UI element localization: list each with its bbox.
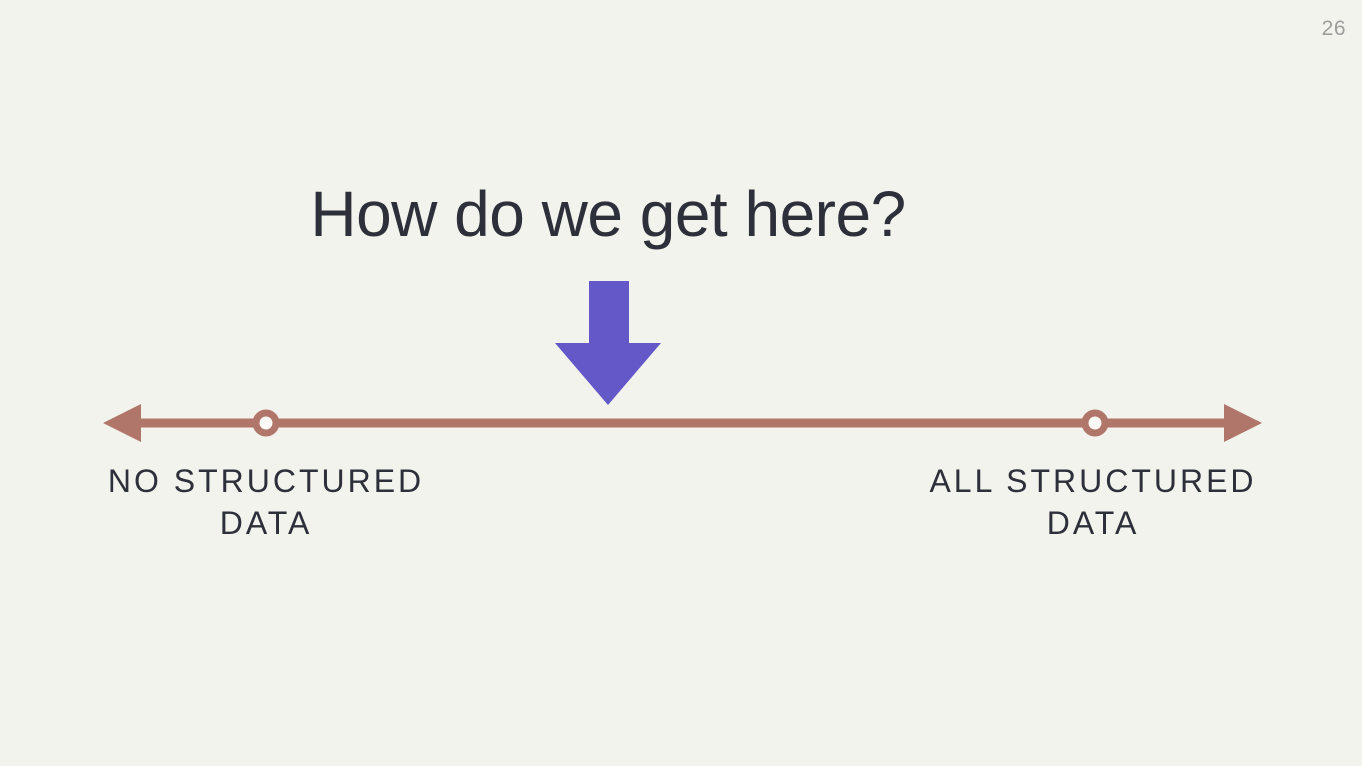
left-endpoint-label-line1: NO STRUCTURED (107, 463, 425, 499)
spectrum-axis (103, 404, 1262, 442)
left-endpoint-label-line2: DATA (219, 505, 313, 541)
left-marker-hole (259, 416, 273, 430)
right-endpoint-label-line2: DATA (1046, 505, 1140, 541)
page-number: 26 (1321, 17, 1346, 40)
right-marker-hole (1088, 416, 1102, 430)
axis-line (135, 418, 1229, 428)
left-marker (252, 409, 280, 437)
right-arrowhead-icon (1224, 404, 1262, 442)
right-endpoint-label-line1: ALL STRUCTURED (929, 463, 1257, 499)
right-marker (1081, 409, 1109, 437)
left-endpoint-label: NO STRUCTURED DATA (66, 460, 466, 544)
down-arrow-shape (555, 281, 661, 405)
left-arrowhead-icon (103, 404, 141, 442)
down-arrow-icon (555, 281, 661, 405)
slide-title: How do we get here? (310, 178, 906, 250)
right-endpoint-label: ALL STRUCTURED DATA (893, 460, 1293, 544)
